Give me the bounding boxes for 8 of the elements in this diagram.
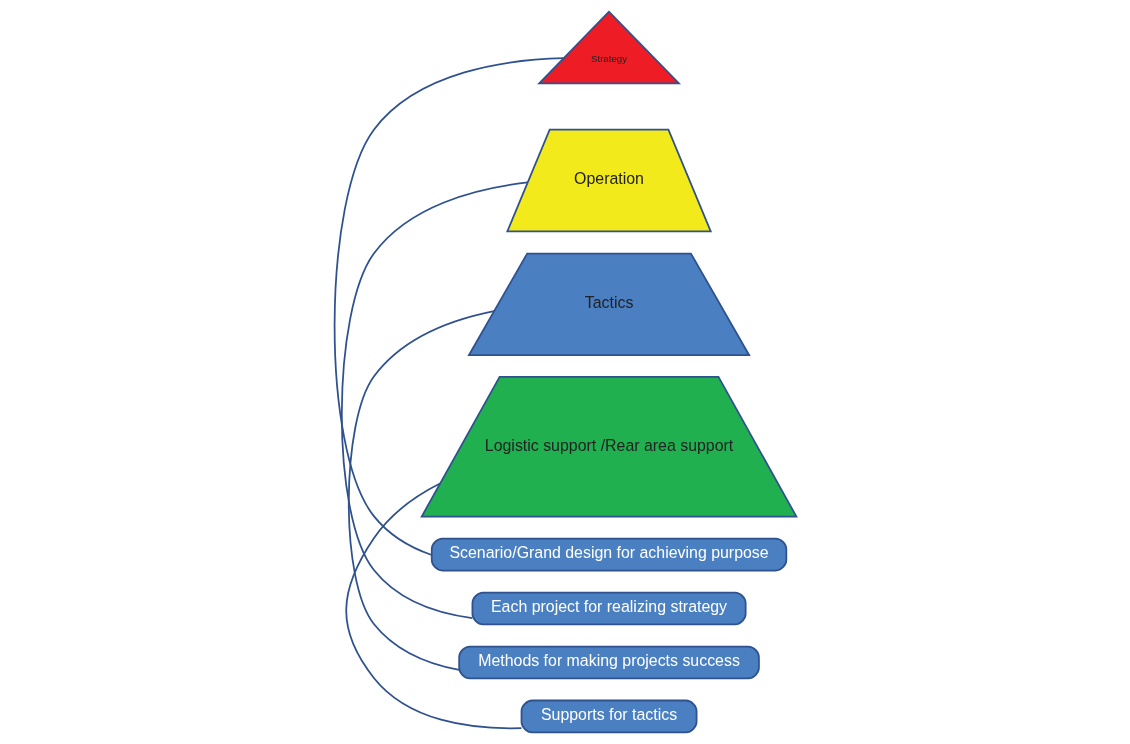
connector xyxy=(347,310,495,671)
connector xyxy=(340,181,528,619)
connector xyxy=(333,57,564,556)
connector xyxy=(344,482,522,730)
node-box: Supports for tactics xyxy=(520,699,697,734)
node-box: Scenario/Grand design for achieving purpose xyxy=(430,537,787,572)
node-box: Methods for making projects success xyxy=(457,645,760,680)
node-box: Each project for realizing strategy xyxy=(471,591,747,626)
